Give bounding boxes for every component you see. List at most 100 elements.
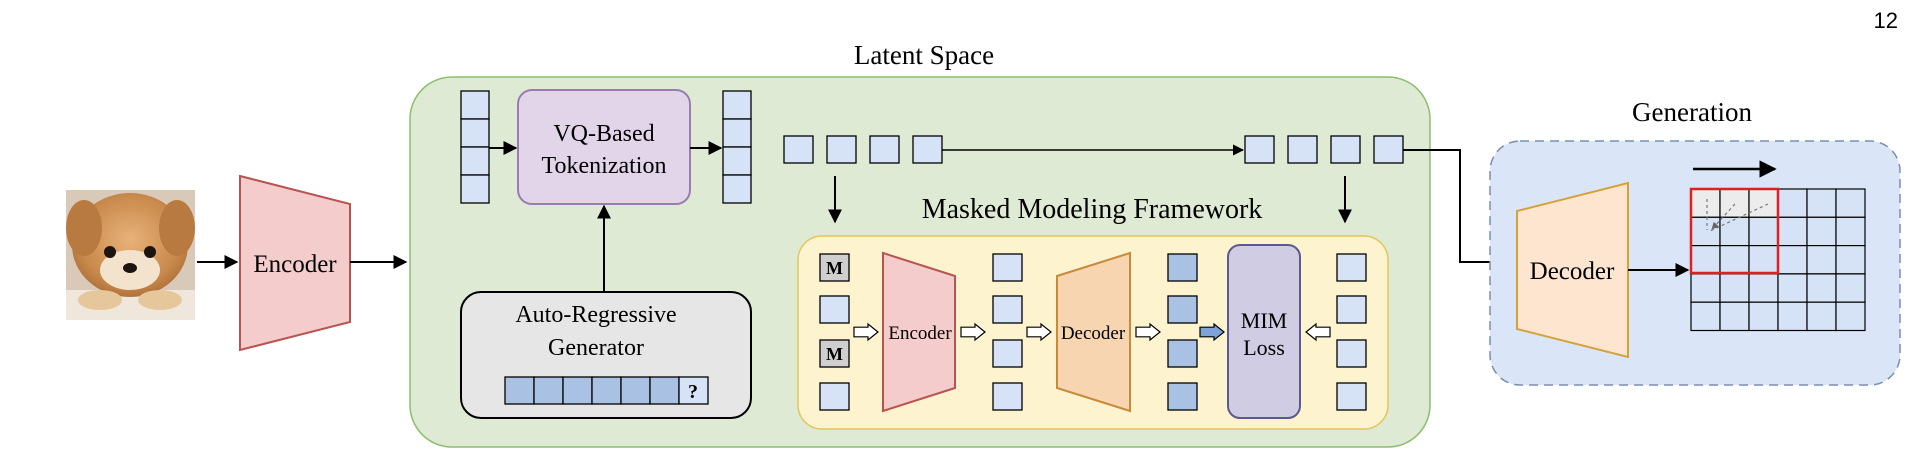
sequence-token-next — [678, 376, 709, 405]
mim-decoder-label: Decoder — [1061, 323, 1126, 344]
flow-arrow — [1305, 322, 1331, 342]
output-grid-cell — [1719, 301, 1750, 332]
output-grid-cell — [1748, 273, 1779, 303]
output-grid-cell — [1719, 188, 1750, 218]
token-cell — [460, 174, 490, 204]
generator-token-sequence — [504, 376, 709, 405]
token-cell — [819, 382, 850, 411]
output-grid-cell — [1690, 188, 1721, 218]
mim-loss-label-line1: MIM — [1241, 308, 1287, 333]
predicted-token-column — [1167, 253, 1198, 411]
output-grid-cell — [1777, 301, 1808, 332]
output-grid-cell — [1690, 245, 1721, 275]
output-grid-cell — [1777, 273, 1808, 303]
output-grid-cell — [1690, 216, 1721, 247]
generator-label-line2: Generator — [548, 335, 644, 361]
scan-arrows — [1706, 199, 1769, 232]
flow-arrows — [853, 322, 1331, 342]
output-grid-cell — [1835, 301, 1866, 332]
encoded-token-column — [992, 253, 1023, 411]
mim-loss-block: MIM Loss — [1227, 244, 1301, 419]
token-cell — [826, 135, 857, 164]
output-grid-cell — [1748, 245, 1779, 275]
flow-arrow — [1026, 322, 1052, 342]
mim-encoder-label: Encoder — [888, 323, 952, 344]
token-cell — [992, 339, 1023, 368]
token-cell — [1167, 339, 1198, 368]
token-cell — [783, 135, 814, 164]
sequence-token — [649, 376, 680, 405]
sequence-token — [504, 376, 535, 405]
output-grid-cell — [1690, 301, 1721, 332]
output-grid-cell — [1748, 216, 1779, 247]
token-cell — [460, 146, 490, 176]
sequence-token — [620, 376, 651, 405]
output-grid-cell — [1777, 188, 1808, 218]
output-grid-cell — [1748, 188, 1779, 218]
output-grid-cell — [1806, 216, 1837, 247]
output-grid-cell — [1835, 216, 1866, 247]
output-grid-cell — [1777, 216, 1808, 247]
output-grid-cell — [1806, 245, 1837, 275]
puppy-photo-icon — [66, 190, 195, 320]
token-cell — [722, 118, 752, 148]
generation-title: Generation — [1632, 97, 1752, 127]
token-cell — [1336, 339, 1367, 368]
mask-token — [819, 339, 850, 368]
token-cell — [1167, 382, 1198, 411]
output-grid-cell — [1719, 273, 1750, 303]
token-cell — [1336, 295, 1367, 324]
vq-label-line2: Tokenization — [542, 153, 667, 179]
output-grid-cell — [1777, 245, 1808, 275]
token-cell — [1167, 253, 1198, 282]
output-grid-cell — [1835, 273, 1866, 303]
output-grid-cell — [1690, 273, 1721, 303]
token-cell — [1336, 382, 1367, 411]
token-cell — [1244, 135, 1275, 164]
output-grid-cell — [1835, 245, 1866, 275]
output-token-grid — [1690, 188, 1866, 332]
output-grid-cell — [1748, 301, 1779, 332]
output-grid-cell — [1835, 188, 1866, 218]
latent-space-title: Latent Space — [854, 40, 994, 70]
token-cell — [722, 174, 752, 204]
output-grid-cell — [1806, 301, 1837, 332]
mim-decoder: Decoder — [1056, 251, 1131, 413]
token-cell — [819, 295, 850, 324]
token-cell — [1167, 295, 1198, 324]
input-encoder: Encoder — [239, 174, 351, 352]
generation-window-highlight — [1689, 187, 1780, 275]
token-cell — [992, 253, 1023, 282]
token-cell — [722, 146, 752, 176]
token-cell — [722, 90, 752, 120]
mim-loss-label-line2: Loss — [1243, 335, 1285, 360]
token-cell — [992, 382, 1023, 411]
auto-regressive-generator: Auto-Regressive Generator ? — [460, 291, 752, 419]
token-cell — [1287, 135, 1318, 164]
flow-arrow — [960, 322, 986, 342]
mask-token — [819, 253, 850, 282]
token-cell — [912, 135, 943, 164]
mim-encoder: Encoder — [882, 251, 956, 413]
arrow-latent-to-generation — [1403, 149, 1507, 269]
sequence-token — [533, 376, 564, 405]
vq-label-line1: VQ-Based — [553, 121, 654, 147]
token-cell — [869, 135, 900, 164]
output-grid-cell — [1719, 245, 1750, 275]
token-cell — [460, 90, 490, 120]
mim-framework-title: Masked Modeling Framework — [922, 194, 1263, 225]
token-cell — [1330, 135, 1361, 164]
page-number: 12 — [1873, 8, 1898, 33]
vq-tokenization-block: VQ-Based Tokenization — [517, 89, 691, 205]
token-column-right — [722, 90, 752, 204]
flow-arrow — [1199, 322, 1225, 342]
input-encoder-label: Encoder — [253, 251, 337, 278]
masked-input-column: M M — [819, 253, 850, 411]
mask-token-label: M — [826, 258, 843, 278]
generation-decoder: Decoder — [1516, 181, 1629, 359]
mask-token-label: M — [826, 344, 843, 364]
generation-decoder-label: Decoder — [1530, 258, 1615, 285]
output-grid-cell — [1806, 188, 1837, 218]
token-cell — [992, 295, 1023, 324]
token-cell — [460, 118, 490, 148]
